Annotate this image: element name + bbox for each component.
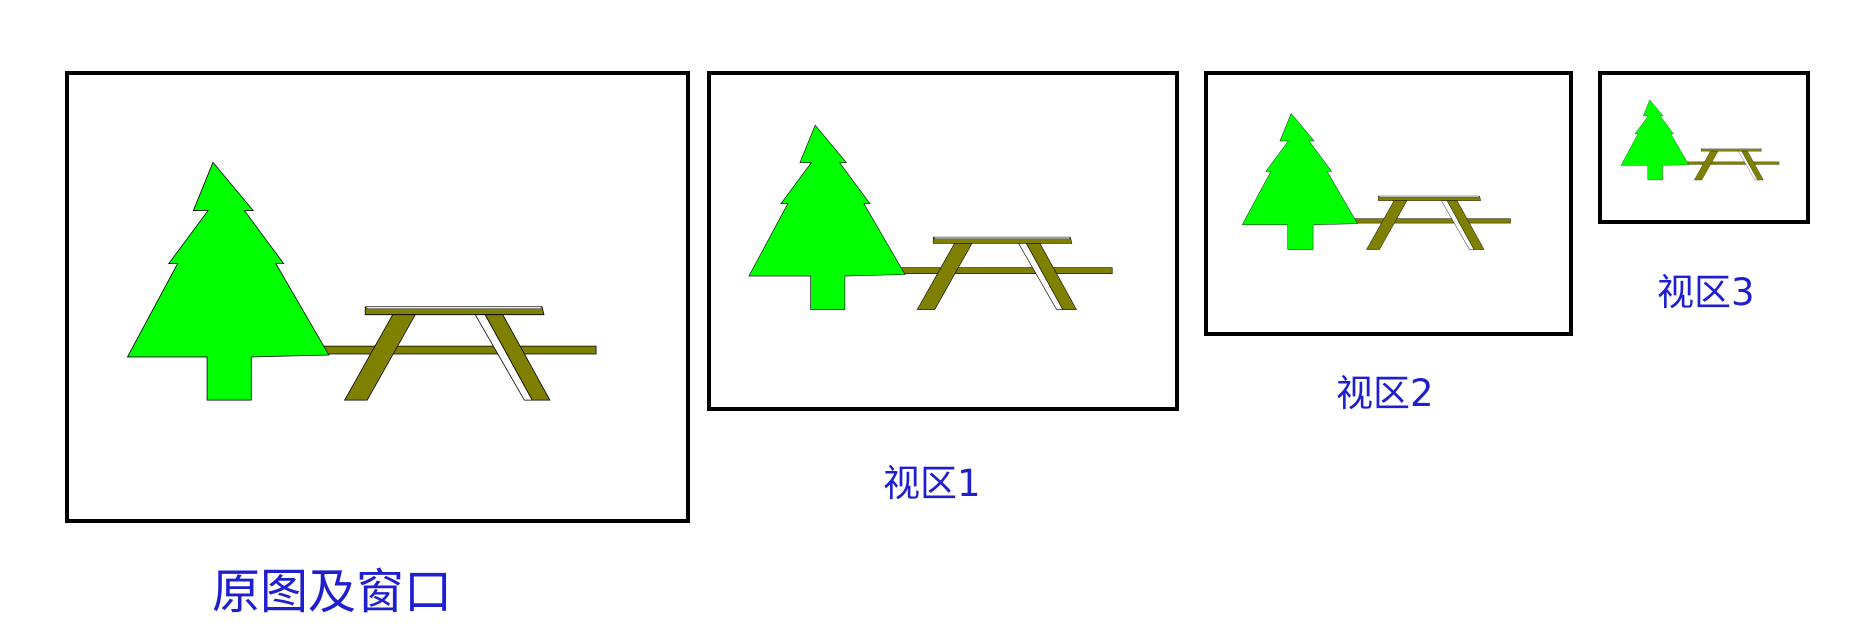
viewport-1-frame: [707, 71, 1179, 411]
viewport-3-caption: 视区3: [1657, 271, 1755, 314]
tree-and-table: [748, 124, 1113, 310]
viewport-3-scene: [1620, 99, 1780, 181]
tree-and-table: [1620, 99, 1780, 181]
original-window-frame: [65, 71, 690, 523]
viewport-1-scene: [748, 124, 1113, 310]
original-window-caption: 原图及窗口: [212, 564, 453, 620]
original-scene: [127, 162, 597, 401]
viewport-2-caption: 视区2: [1336, 372, 1434, 415]
viewport-2-frame: [1204, 71, 1573, 336]
viewport-2-scene: [1241, 113, 1511, 250]
tree-and-table: [1241, 113, 1511, 250]
tree-and-table: [127, 162, 597, 401]
viewport-3-frame: [1598, 71, 1810, 224]
viewport-1-caption: 视区1: [883, 462, 981, 505]
